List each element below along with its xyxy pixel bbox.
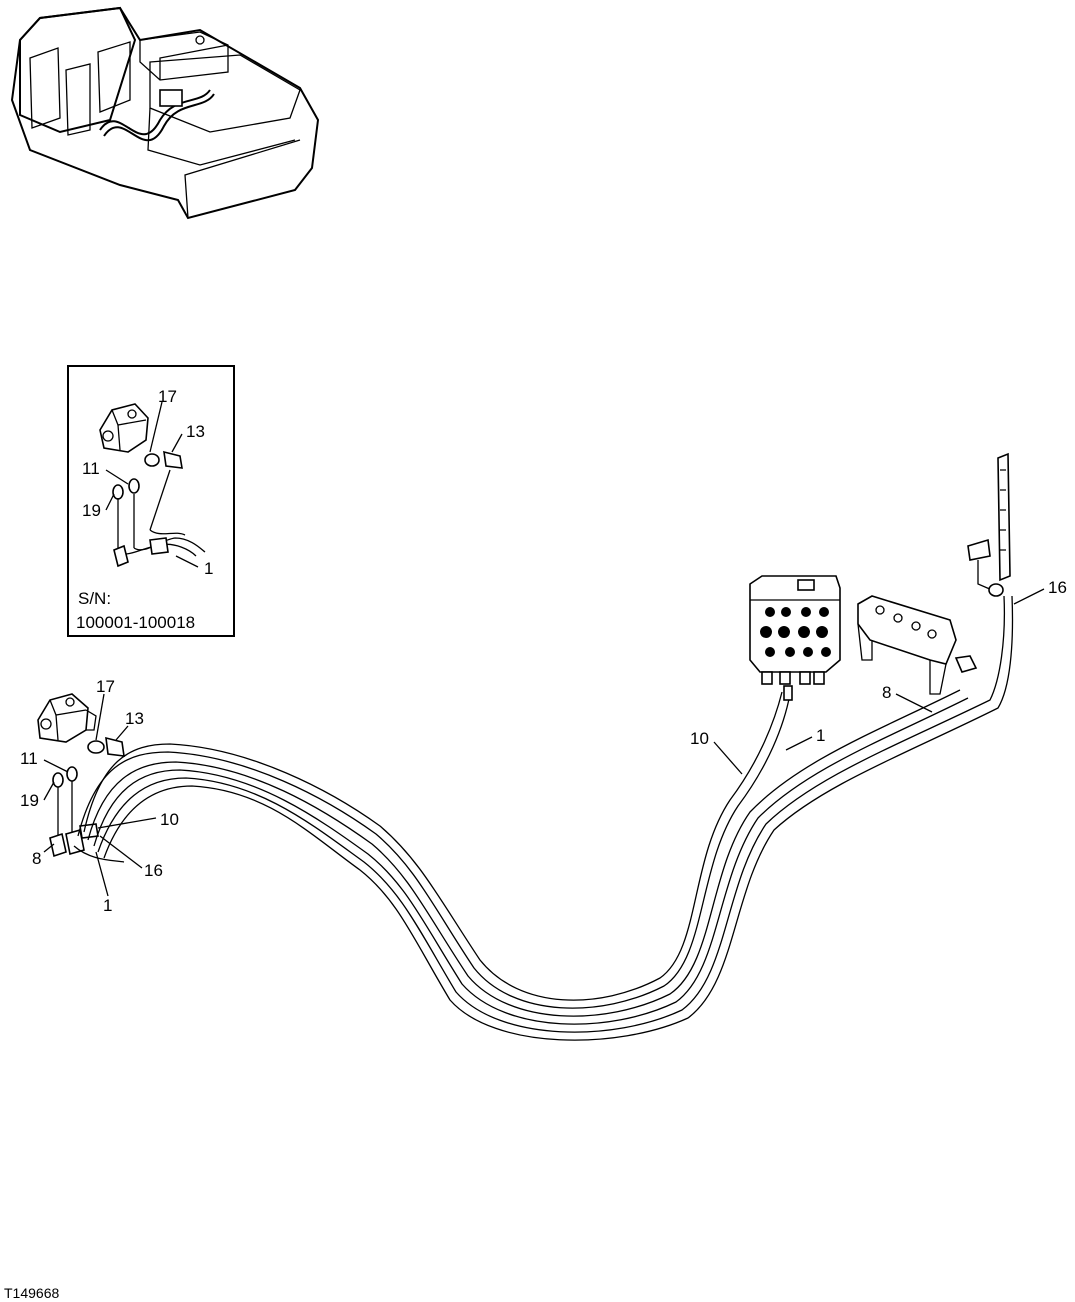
callout-10-left: 10 (160, 810, 179, 829)
hose-end-8 (49, 832, 67, 858)
fitting-13-inset (163, 450, 183, 469)
callout-1-right: 1 (816, 726, 825, 745)
sensor-bracket (967, 452, 1011, 597)
fitting-17-main (87, 740, 105, 754)
callout-13: 13 (125, 709, 144, 728)
leader-lines (43, 588, 1045, 897)
manifold-block (857, 595, 978, 695)
callout-16-right: 16 (1048, 578, 1067, 597)
callout-10-right: 10 (690, 729, 709, 748)
callout-17: 17 (96, 677, 115, 696)
inset-callout-13: 13 (186, 422, 205, 441)
fitting-19-main (52, 772, 64, 788)
serial-number-inset: 17 13 11 19 1 S/N: 100001-100018 (67, 365, 235, 637)
fitting-11-main (66, 766, 78, 782)
fitting-11-inset (128, 478, 140, 494)
figure-id: T149668 (4, 1285, 59, 1301)
control-valve-block (749, 575, 841, 701)
inset-callout-1: 1 (204, 559, 213, 578)
serial-label: S/N: (78, 589, 111, 608)
callout-8-left: 8 (32, 849, 41, 868)
hose-bundle (73, 595, 1014, 1041)
callout-1-left: 1 (103, 896, 112, 915)
callout-11: 11 (20, 749, 38, 768)
excavator-locator-view (10, 6, 320, 220)
fitting-19-inset (112, 484, 124, 500)
callout-8-right: 8 (882, 683, 891, 702)
pilot-valve-main (37, 693, 97, 743)
pilot-valve-inset (99, 403, 149, 453)
inset-callout-11: 11 (82, 459, 100, 478)
hose-end-1 (65, 828, 85, 856)
inset-callout-17: 17 (158, 387, 177, 406)
callout-16-left: 16 (144, 861, 163, 880)
callout-19: 19 (20, 791, 39, 810)
serial-range: 100001-100018 (76, 613, 195, 632)
fitting-13-main (105, 736, 125, 757)
inset-callout-19: 19 (82, 501, 101, 520)
fitting-17-inset (144, 453, 160, 467)
